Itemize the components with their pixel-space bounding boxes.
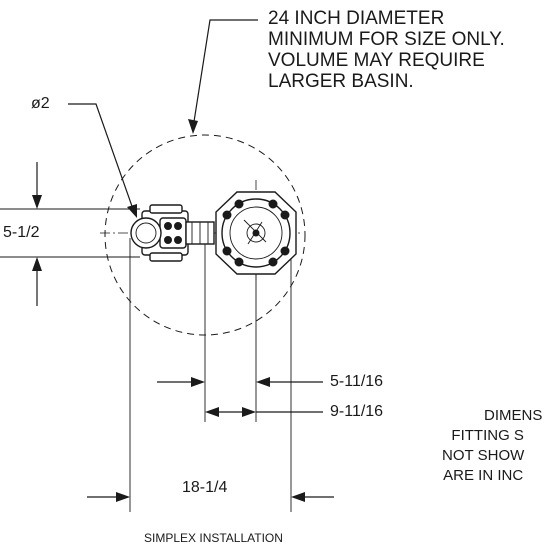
basin-note-arrowhead [188, 119, 198, 134]
offset-a-arrowhead-right [256, 377, 270, 387]
basin-note: 24 INCH DIAMETER MINIMUM FOR SIZE ONLY. … [268, 8, 505, 92]
basin-note-line-4: LARGER BASIN. [268, 71, 414, 92]
offset-b-arrowhead-left [205, 407, 219, 417]
general-notes-line-2: FITTING S [451, 427, 524, 444]
pump-body [215, 191, 297, 275]
overall-arrowhead-left [116, 492, 130, 502]
general-notes-line-4: ARE IN INC [443, 467, 524, 484]
basin-note-line-2: MINIMUM FOR SIZE ONLY. [268, 29, 505, 50]
general-notes: DIMENS FITTING S NOT SHOW ARE IN INC [424, 406, 542, 486]
basin-note-line-3: VOLUME MAY REQUIRE [268, 50, 485, 71]
offset-a-arrowhead-left [191, 377, 205, 387]
discharge-pipe-bore [135, 222, 157, 244]
height-arrowhead-bottom [32, 257, 42, 271]
general-notes-line-1: DIMENS [484, 407, 543, 424]
basin-note-line-1: 24 INCH DIAMETER [268, 8, 445, 29]
general-notes-line-3: NOT SHOW [442, 447, 525, 464]
height-dimension-label: 5-1/2 [3, 224, 40, 241]
pipe-diameter-label: ø2 [31, 95, 50, 112]
discharge-pipe-section [130, 217, 162, 249]
overall-width-dimension-label: 18-1/4 [182, 479, 228, 496]
offset-b-arrowhead-right [242, 407, 256, 417]
height-arrowhead-top [32, 195, 42, 209]
basin-note-leader [192, 19, 258, 129]
overall-arrowhead-right [291, 492, 305, 502]
pipe-diameter-leader [68, 103, 135, 213]
offset-b-dimension-label: 9-11/16 [330, 403, 384, 420]
offset-a-dimension-label: 5-11/16 [330, 373, 384, 390]
drawing-caption: SIMPLEX INSTALLATION [144, 531, 283, 545]
pipe-diameter-arrowhead [127, 204, 137, 218]
